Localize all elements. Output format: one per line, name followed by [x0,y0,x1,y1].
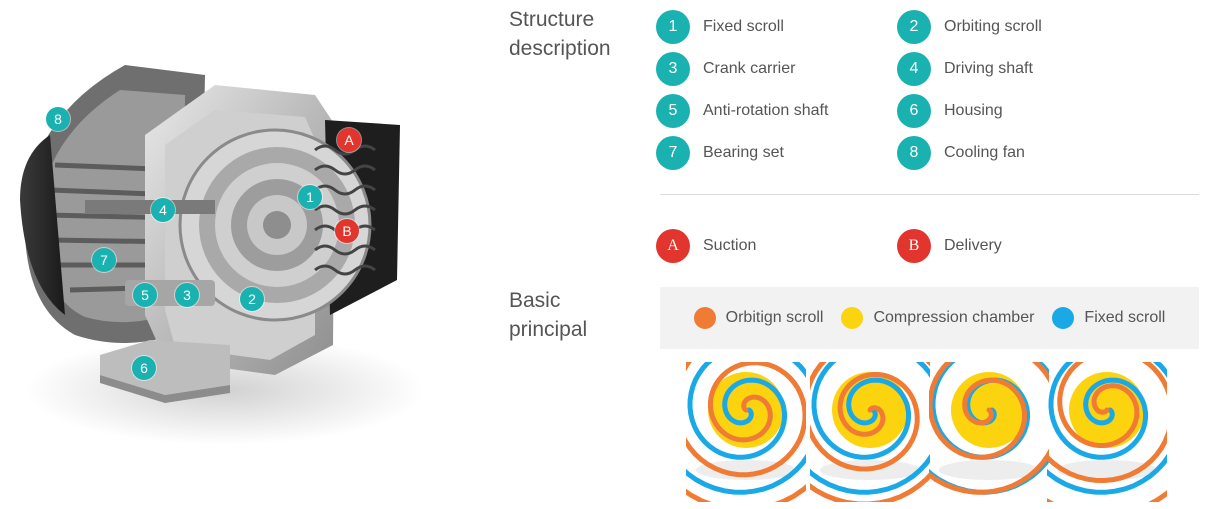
section-divider [660,194,1199,195]
yellow-dot-icon [841,307,864,329]
key-label: Compression chamber [873,309,1035,326]
spiral-frame-2 [810,362,930,502]
port-badge: A [656,229,690,263]
callout-5: 5 [133,283,157,307]
part-badge: 3 [656,52,690,86]
part-item-1: 1 Fixed scroll [656,10,784,44]
port-label: Delivery [944,237,1002,254]
part-item-6: 6 Housing [897,94,1003,128]
part-item-4: 4 Driving shaft [897,52,1033,86]
callout-4: 4 [151,198,175,222]
callout-B: B [335,219,359,243]
orange-dot-icon [693,307,716,329]
part-label: Housing [944,102,1003,119]
part-badge: 2 [897,10,931,44]
principal-title: Basic principal [509,289,588,341]
callout-7: 7 [92,248,116,272]
part-badge: 1 [656,10,690,44]
color-key-bar: Orbitign scroll Compression chamber Fixe… [660,287,1199,349]
compressor-illustration: 8 A 1 B 4 7 5 3 2 6 [15,55,435,455]
part-label: Bearing set [703,144,784,161]
key-orbiting-scroll: Orbitign scroll [693,307,824,329]
spiral-frame-4 [1047,362,1167,502]
spiral-frame-1 [686,362,806,502]
port-item-A: A Suction [656,229,756,263]
port-label: Suction [703,237,757,254]
part-label: Cooling fan [944,144,1025,161]
spiral-3 [929,362,1049,502]
part-badge: 5 [656,94,690,128]
callout-2: 2 [240,287,264,311]
part-item-2: 2 Orbiting scroll [897,10,1042,44]
scroll-animation-frames [672,362,1187,502]
key-compression-chamber: Compression chamber [841,307,1034,329]
part-item-7: 7 Bearing set [656,136,784,170]
key-label: Fixed scroll [1084,309,1166,326]
callout-3: 3 [175,283,199,307]
part-badge: 4 [897,52,931,86]
part-label: Crank carrier [703,60,796,77]
callout-A: A [337,128,361,152]
spiral-frame-3 [929,362,1049,502]
spiral-4 [1047,362,1167,502]
key-label: Orbitign scroll [725,309,824,326]
part-item-5: 5 Anti-rotation shaft [656,94,828,128]
part-label: Orbiting scroll [944,18,1042,35]
compressor-cutaway-drawing [20,65,425,445]
callout-6: 6 [132,356,156,380]
part-badge: 6 [897,94,931,128]
port-item-B: B Delivery [897,229,1002,263]
key-fixed-scroll: Fixed scroll [1052,307,1165,329]
spiral-1 [686,362,806,502]
part-badge: 8 [897,136,931,170]
part-item-8: 8 Cooling fan [897,136,1025,170]
callout-8: 8 [46,107,70,131]
part-label: Fixed scroll [703,18,784,35]
spiral-2 [810,362,930,502]
structure-title: Structure description [509,8,611,60]
part-label: Driving shaft [944,60,1033,77]
part-badge: 7 [656,136,690,170]
blue-dot-icon [1052,307,1075,329]
port-badge: B [897,229,931,263]
callout-1: 1 [298,185,322,209]
part-item-3: 3 Crank carrier [656,52,795,86]
part-label: Anti-rotation shaft [703,102,829,119]
